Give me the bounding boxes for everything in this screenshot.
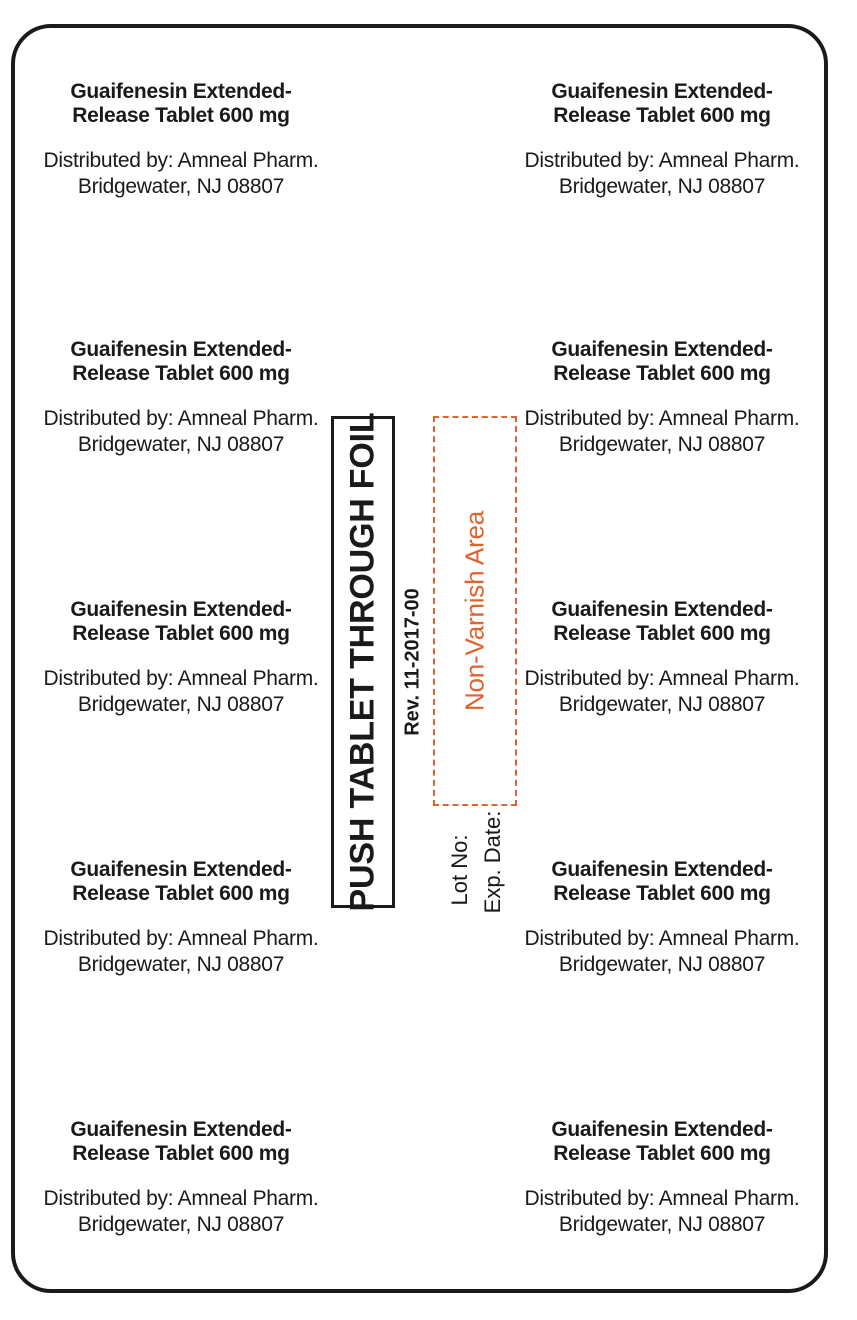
revision-label: Rev. 11-2017-00: [401, 588, 424, 736]
distributor: Distributed by: Amneal Pharm. Bridgewate…: [43, 1187, 319, 1236]
distributor: Distributed by: Amneal Pharm. Bridgewate…: [43, 927, 319, 976]
distributor: Distributed by: Amneal Pharm. Bridgewate…: [524, 149, 800, 198]
blister-left-2: Guaifenesin Extended- Release Tablet 600…: [21, 338, 341, 458]
blister-left-4: Guaifenesin Extended- Release Tablet 600…: [21, 858, 341, 978]
product-name: Guaifenesin Extended- Release Tablet 600…: [551, 1118, 773, 1165]
product-name: Guaifenesin Extended- Release Tablet 600…: [551, 338, 773, 385]
distributor: Distributed by: Amneal Pharm. Bridgewate…: [524, 927, 800, 976]
blister-card-outline: [11, 24, 828, 1293]
blister-left-5: Guaifenesin Extended- Release Tablet 600…: [21, 1118, 341, 1238]
blister-right-2: Guaifenesin Extended- Release Tablet 600…: [502, 338, 822, 458]
product-name: Guaifenesin Extended- Release Tablet 600…: [70, 1118, 292, 1165]
non-varnish-label: Non-Varnish Area: [459, 510, 490, 712]
product-name: Guaifenesin Extended- Release Tablet 600…: [551, 858, 773, 905]
expiration-date-label: Exp. Date:: [480, 810, 505, 914]
product-name: Guaifenesin Extended- Release Tablet 600…: [551, 598, 773, 645]
blister-right-4: Guaifenesin Extended- Release Tablet 600…: [502, 858, 822, 978]
blister-left-3: Guaifenesin Extended- Release Tablet 600…: [21, 598, 341, 718]
blister-left-1: Guaifenesin Extended- Release Tablet 600…: [21, 80, 341, 200]
product-name: Guaifenesin Extended- Release Tablet 600…: [551, 80, 773, 127]
push-instruction-box: PUSH TABLET THROUGH FOIL: [331, 413, 395, 911]
distributor: Distributed by: Amneal Pharm. Bridgewate…: [43, 407, 319, 456]
blister-right-5: Guaifenesin Extended- Release Tablet 600…: [502, 1118, 822, 1238]
product-name: Guaifenesin Extended- Release Tablet 600…: [70, 338, 292, 385]
distributor: Distributed by: Amneal Pharm. Bridgewate…: [43, 667, 319, 716]
push-instruction: PUSH TABLET THROUGH FOIL: [343, 412, 382, 912]
blister-right-1: Guaifenesin Extended- Release Tablet 600…: [502, 80, 822, 200]
distributor: Distributed by: Amneal Pharm. Bridgewate…: [524, 407, 800, 456]
blister-right-3: Guaifenesin Extended- Release Tablet 600…: [502, 598, 822, 718]
product-name: Guaifenesin Extended- Release Tablet 600…: [70, 80, 292, 127]
lot-number-label: Lot No:: [447, 834, 472, 906]
product-name: Guaifenesin Extended- Release Tablet 600…: [70, 858, 292, 905]
distributor: Distributed by: Amneal Pharm. Bridgewate…: [524, 1187, 800, 1236]
distributor: Distributed by: Amneal Pharm. Bridgewate…: [43, 149, 319, 198]
non-varnish-area-box: Non-Varnish Area: [433, 416, 517, 806]
distributor: Distributed by: Amneal Pharm. Bridgewate…: [524, 667, 800, 716]
product-name: Guaifenesin Extended- Release Tablet 600…: [70, 598, 292, 645]
